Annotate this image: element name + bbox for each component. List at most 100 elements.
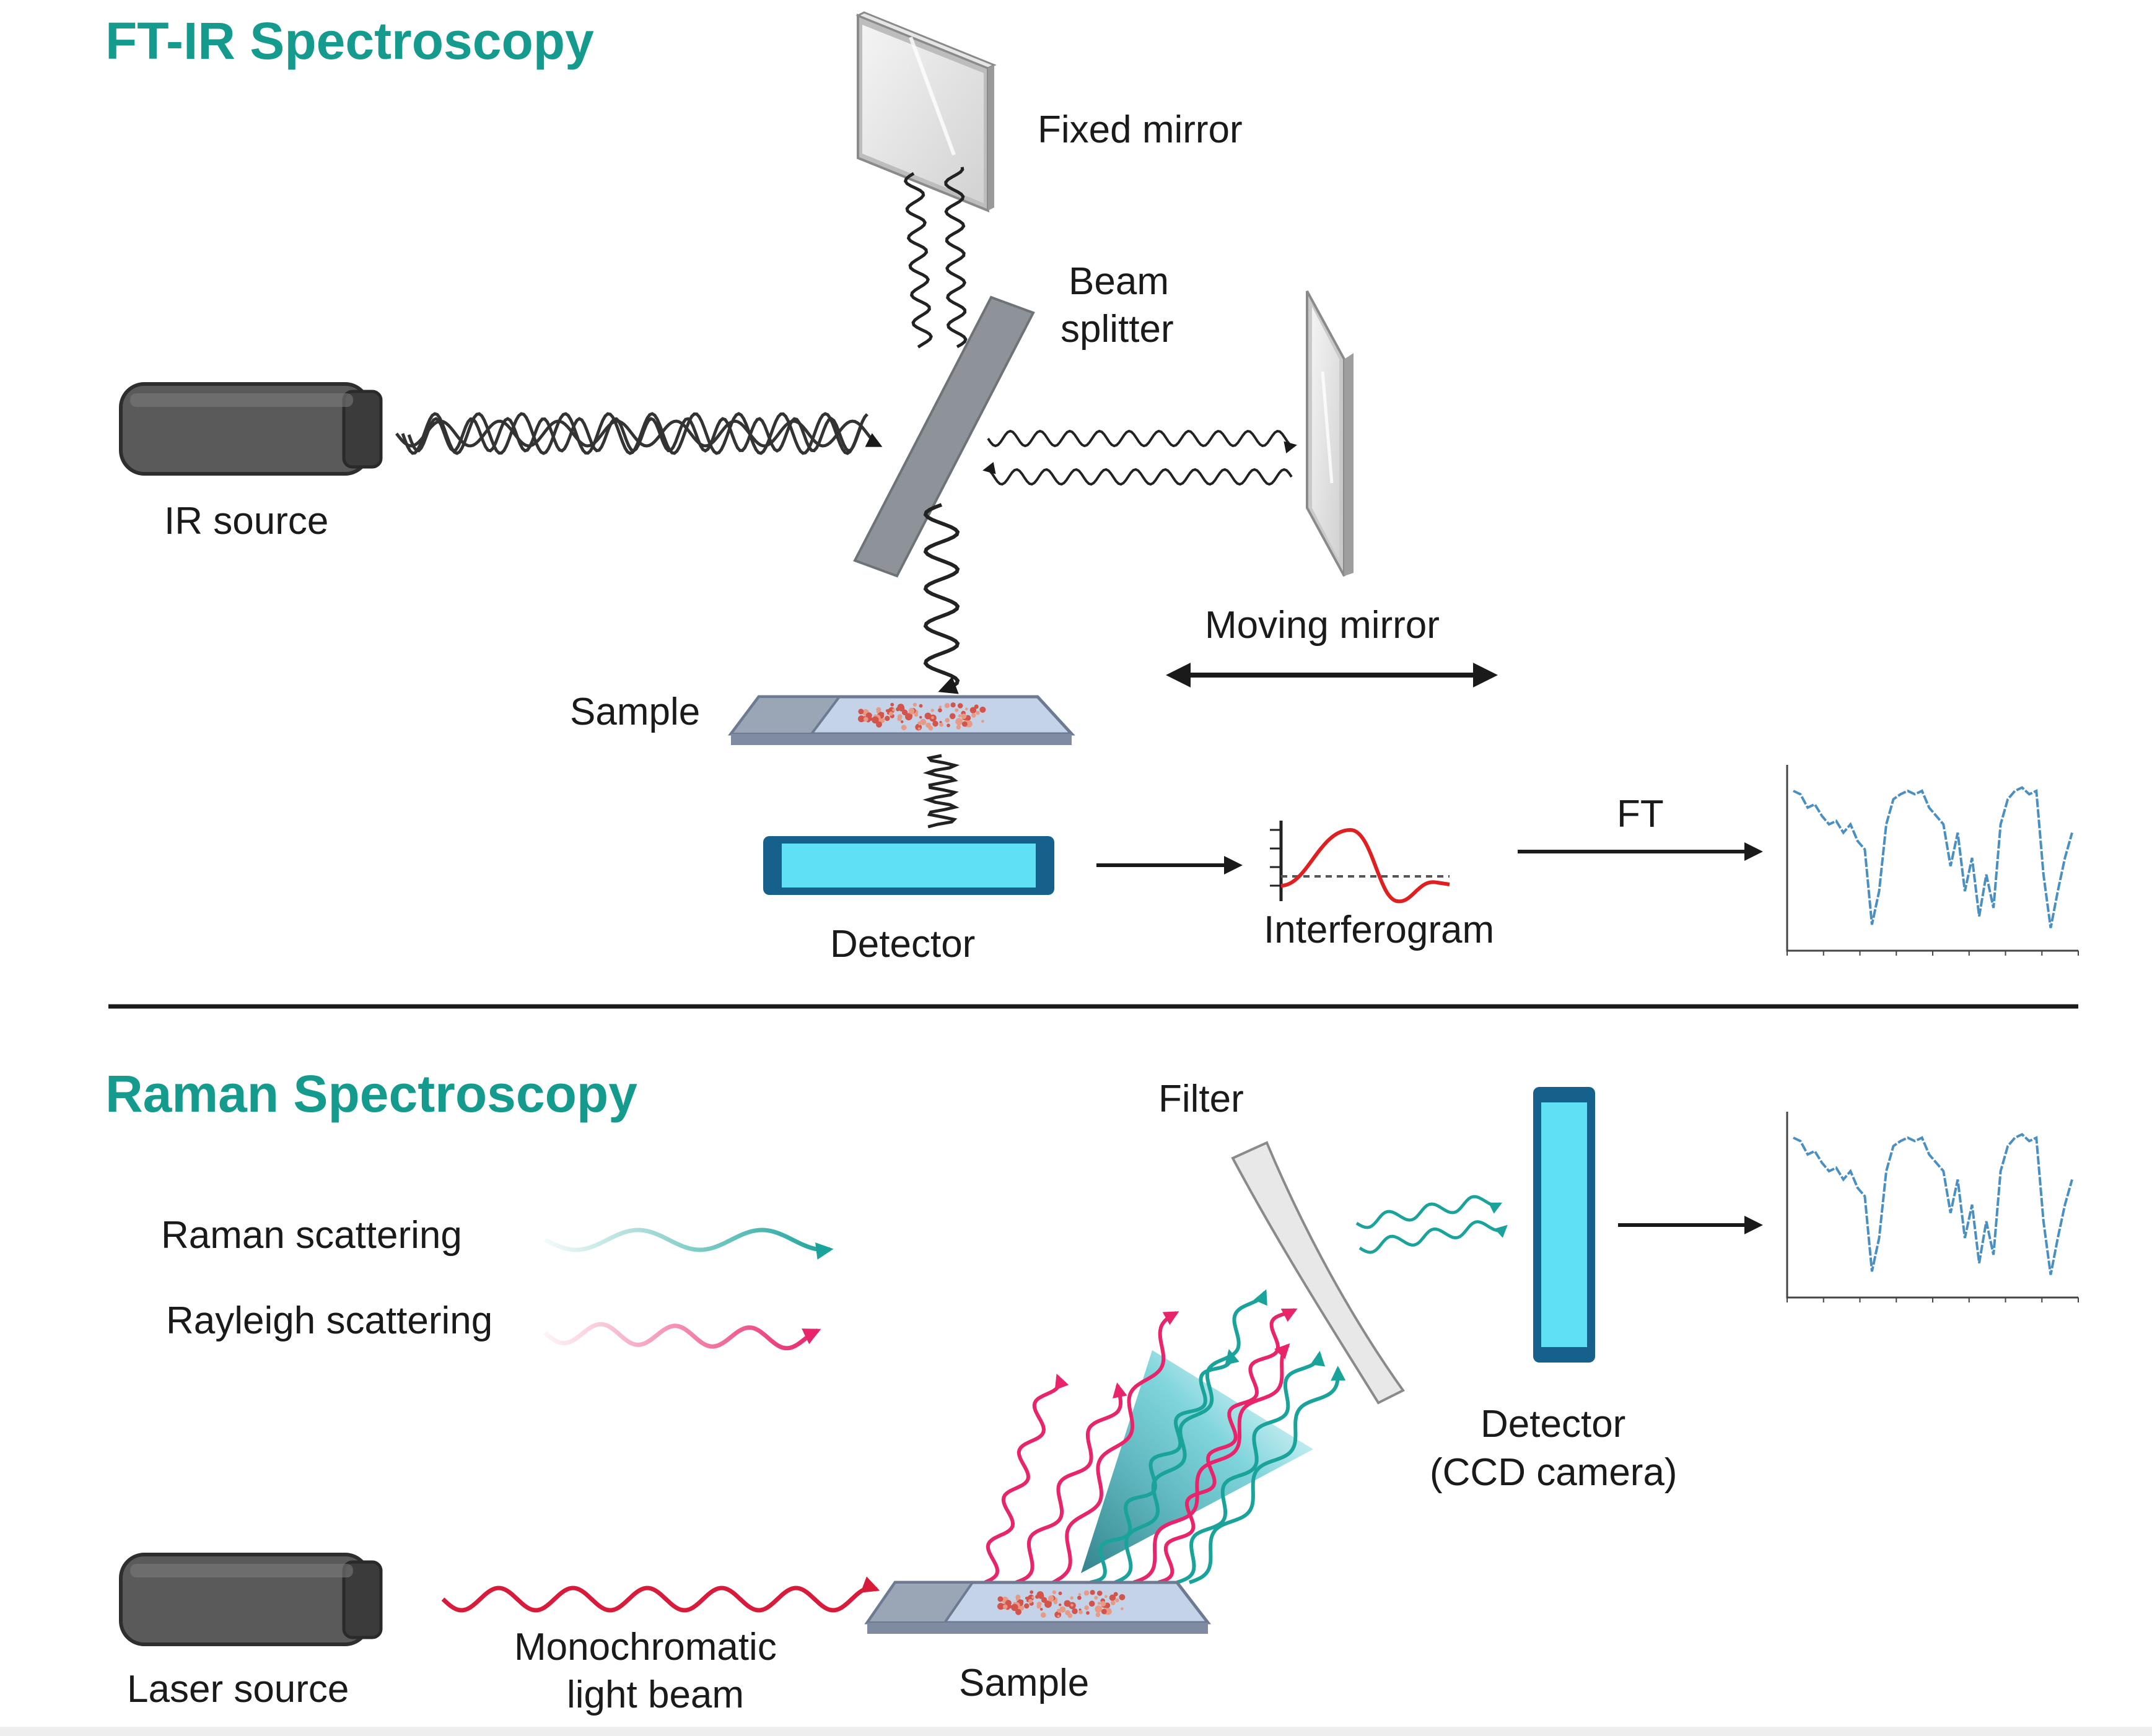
raman-sample-label: Sample [959,1662,1089,1704]
sample-speck [958,714,961,718]
sample-speck [938,705,942,709]
sample-speck [1094,1595,1098,1600]
scattered-ray [1176,1351,1326,1584]
sample-speck [858,715,865,723]
sample-speck [917,721,922,726]
scattered-ray [1189,1366,1346,1584]
sample-speck [1058,1591,1062,1595]
beam-to-detector [922,754,960,829]
sample-speck [898,705,905,712]
sample-speck [919,716,922,719]
beam-splitter-label-line1: Beam [1069,260,1169,303]
sample-speck [979,706,986,713]
sample-speck [947,723,950,728]
ft-label: FT [1617,793,1664,835]
sample-speck [1113,1592,1118,1597]
ftir-detector-label: Detector [830,923,975,966]
bottom-edge [0,1727,2152,1736]
sample-speck [1038,1592,1044,1599]
sample-speck [1044,1600,1052,1608]
sample-speck [939,722,943,727]
sample-speck [1003,1604,1008,1610]
sample-speck [1041,1597,1048,1603]
sample-speck [920,718,927,725]
sample-speck [961,721,968,727]
sample-speck [901,709,908,716]
sample-speck [1057,1615,1060,1618]
ccd-detector-icon [1533,1087,1595,1363]
sample-speck [1096,1590,1103,1596]
detector-icon [763,836,1054,895]
sample-speck [917,727,921,730]
fixed-mirror-waves [903,167,968,349]
scattered-ray [1015,1382,1127,1584]
sample-speck [1121,1607,1124,1610]
beam-label-line1: Monochromatic [514,1626,777,1668]
sample-speck [1055,1612,1059,1615]
sample-speck [1095,1605,1102,1613]
sample-speck [955,708,959,712]
sample-speck [1053,1600,1058,1605]
sample-speck [930,709,934,712]
sample-speck [1119,1594,1126,1600]
sample-speck [901,725,907,731]
sample-speck [872,716,879,724]
sample-speck [1090,1590,1095,1595]
sample-speck [1078,1610,1083,1615]
sample-speck [885,715,890,722]
spectrum-icon [1786,765,2079,956]
sample-speck [1104,1595,1108,1599]
sample-speck [949,713,956,720]
sample-speck [1011,1603,1018,1612]
beam-splitter-label-line2: splitter [1061,308,1174,351]
sample-speck [925,722,931,728]
sample-speck [1057,1608,1061,1613]
sample-speck [896,707,900,712]
sample-speck [1111,1600,1116,1605]
sample-speck [1109,1594,1116,1601]
sample-speck [1100,1601,1106,1607]
sample-speck [912,702,917,707]
moving-mirror-icon [1306,290,1354,577]
sample-speck [1064,1600,1071,1607]
laser-source-label: Laser source [127,1668,349,1711]
fixed-mirror-icon [855,11,997,212]
scattered-rays [984,1289,1346,1584]
sample-speck [1052,1590,1056,1594]
ccd-detector-label-line2: (CCD camera) [1430,1451,1677,1494]
filter-to-ccd-waves [1355,1195,1508,1254]
moving-mirror-label: Moving mirror [1205,604,1440,647]
scattered-ray [1090,1349,1240,1584]
sample-speck [961,713,967,719]
sample-speck [957,703,963,709]
sample-speck [997,1603,1004,1610]
sample-speck [931,716,934,719]
scattered-ray [1052,1311,1179,1584]
sample-speck [1048,1598,1052,1602]
sample-speck [900,720,904,723]
sample-speck [981,720,984,723]
scattered-ray [1158,1308,1298,1584]
sample-speck [919,704,923,708]
sample-speck [1078,1593,1082,1596]
scattered-ray [984,1373,1069,1584]
ftir-sample-label: Sample [570,691,700,733]
raman-spectrum-icon [1786,1112,2079,1302]
beam-splitter-icon [853,295,1035,578]
scattered-ray [1114,1289,1267,1584]
sample-speck [1083,1590,1090,1596]
raman-title: Raman Spectroscopy [105,1065,637,1123]
sample-speck [916,724,919,728]
filter-lens-icon [1231,1141,1405,1405]
sample-speck [1095,1612,1101,1617]
sample-speck [1101,1608,1107,1615]
sample-speck [864,717,868,722]
sample-speck [1015,1608,1021,1615]
sample-speck [897,714,903,719]
sample-speck [944,703,950,709]
ir-source-icon [119,382,383,476]
sample-speck [1024,1603,1030,1609]
sample-speck [914,712,919,717]
sample-speck [1084,1605,1089,1610]
